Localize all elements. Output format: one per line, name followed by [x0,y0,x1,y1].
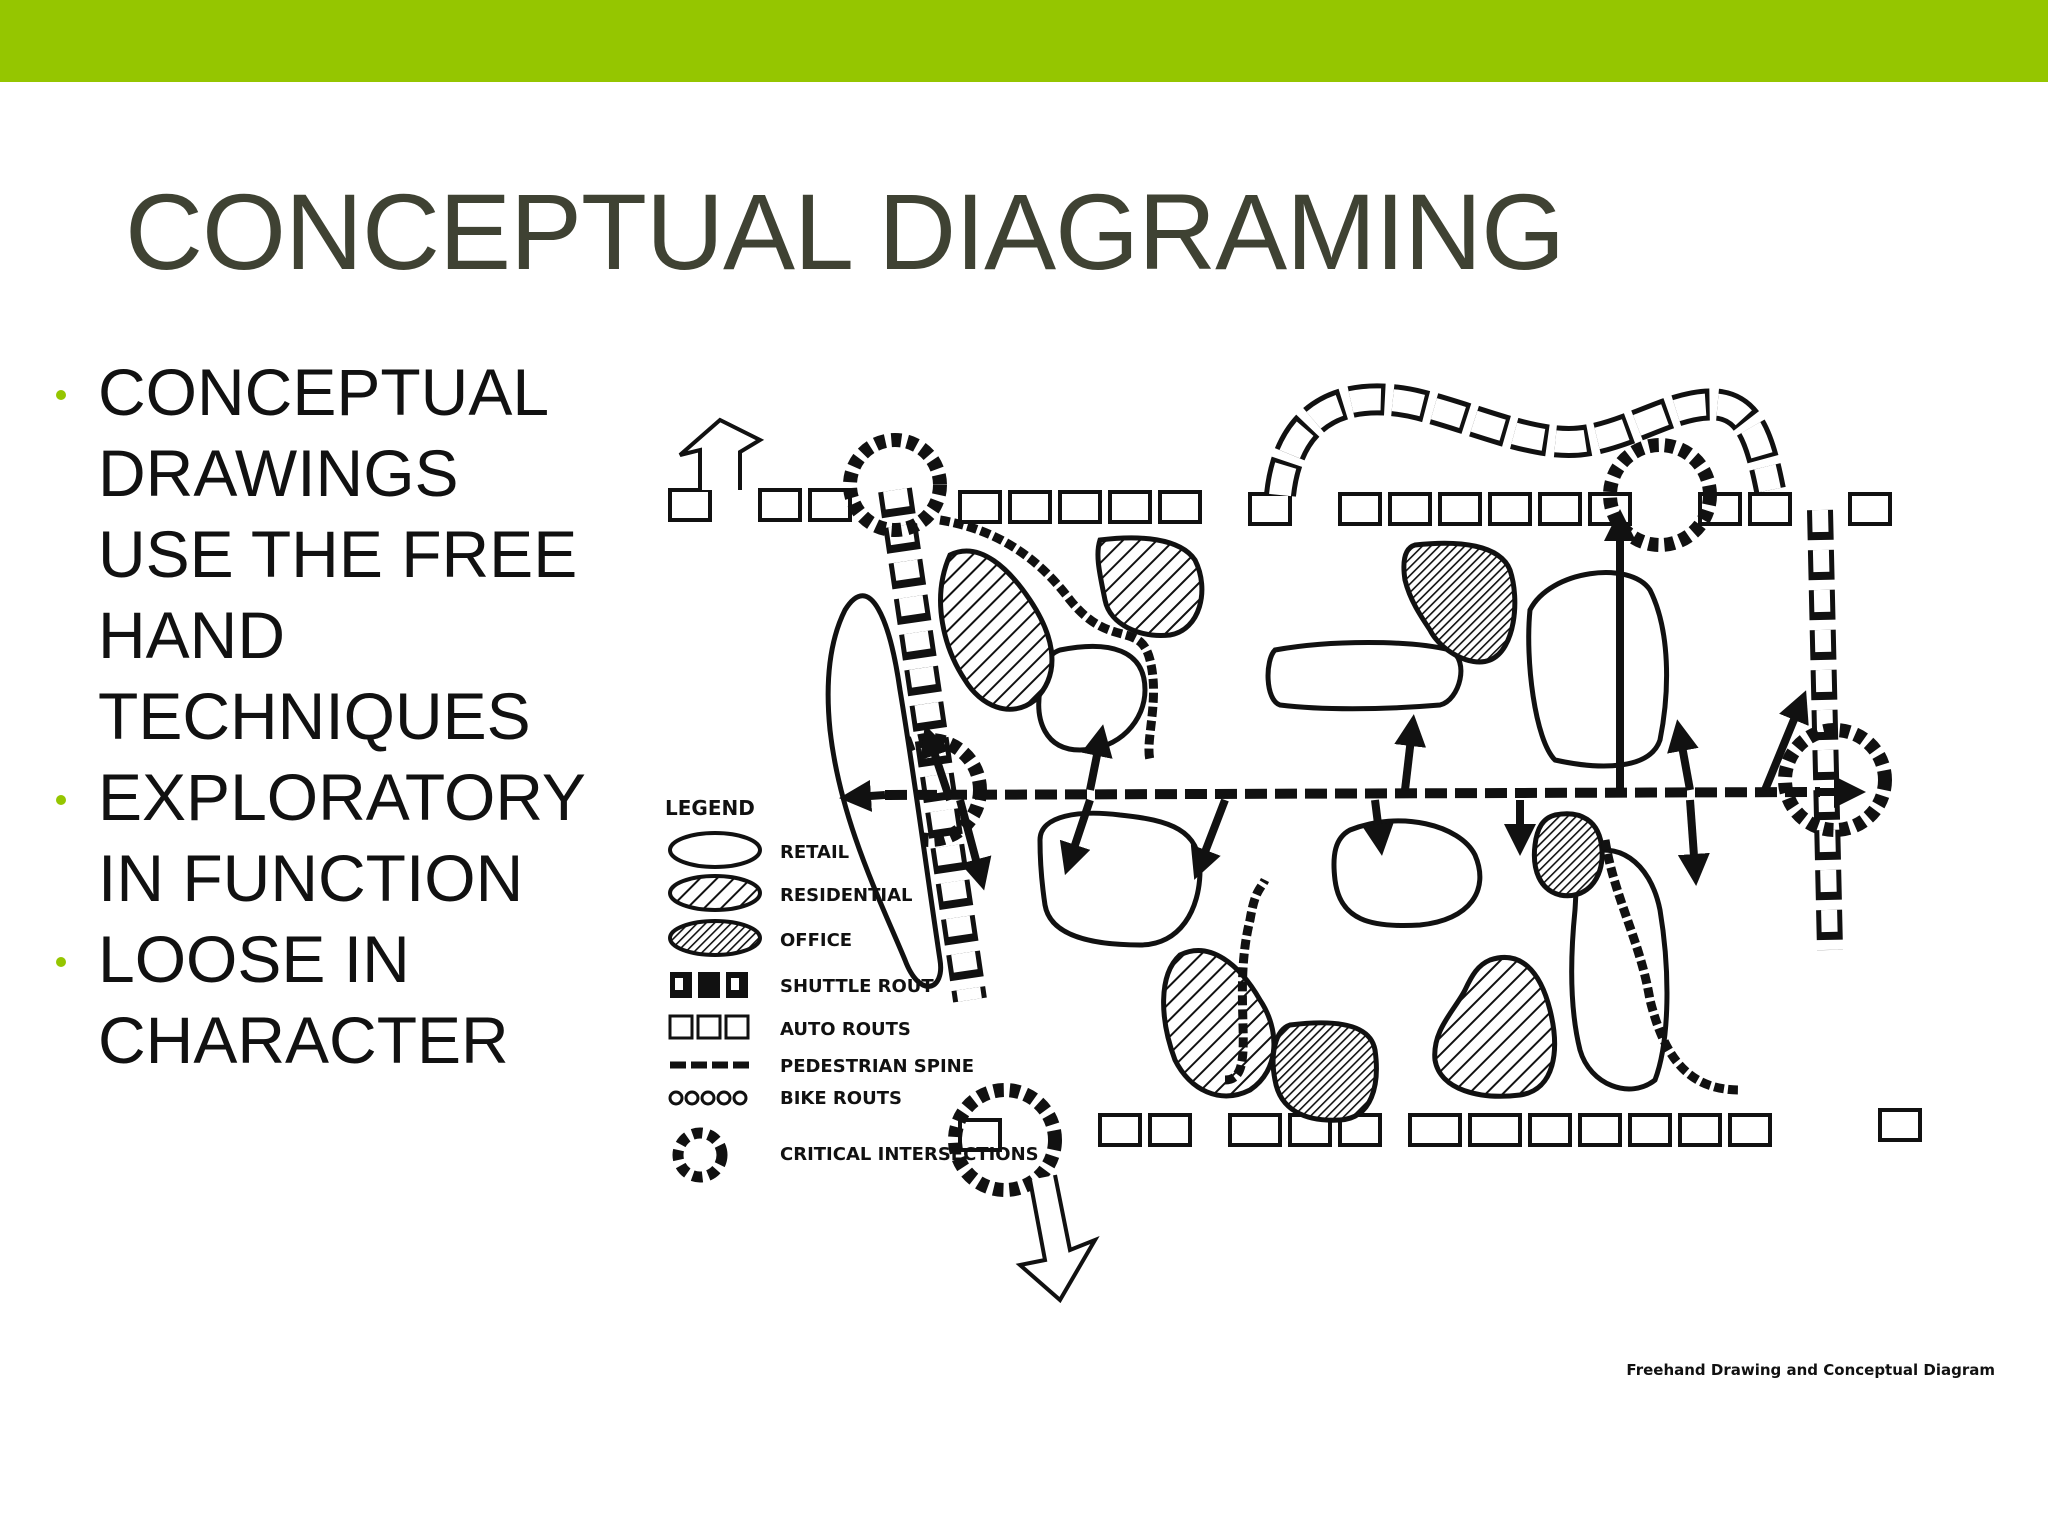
auto-route-swatch [668,1014,750,1040]
legend: LEGEND RETAIL RESIDENTIAL OFFICE SHUTTLE… [665,796,1039,1183]
legend-label: CRITICAL INTERSECTIONS [780,1144,1039,1165]
bullet-line: CHARACTER [98,1003,509,1077]
legend-heading: LEGEND [665,796,755,820]
pedestrian-arrows [839,509,1866,891]
bullet-text: EXPLORATORY IN FUNCTION [98,757,650,919]
bullet-dot-icon [56,795,66,805]
bullet-dot-icon [56,957,66,967]
pedestrian-spine [884,787,1821,800]
bullet-line: DRAWINGS [98,436,459,510]
bullet-item: EXPLORATORY IN FUNCTION [50,757,650,919]
bullet-dot-icon [56,390,66,400]
bullet-item: CONCEPTUAL DRAWINGS USE THE FREE HAND TE… [50,352,650,757]
bullet-line: EXPLORATORY [98,760,586,834]
slide-title: CONCEPTUAL DIAGRAMING [125,171,1565,292]
legend-label: SHUTTLE ROUT [780,976,934,997]
bike-routes [939,515,1741,1095]
legend-label: PEDESTRIAN SPINE [780,1056,974,1077]
bullet-item: LOOSE IN CHARACTER [50,919,650,1081]
bike-route-swatch [668,1090,748,1106]
legend-label: OFFICE [780,930,852,951]
bullet-line: TECHNIQUES [98,679,531,753]
exit-arrow-bottom-icon [1015,1174,1100,1304]
bullet-text: CONCEPTUAL DRAWINGS USE THE FREE HAND TE… [98,352,650,757]
bullet-line: USE THE FREE [98,517,578,591]
bullet-line: IN FUNCTION [98,841,524,915]
office-swatch [668,919,762,957]
residential-swatch [668,874,762,912]
shuttle-route-swatch [670,972,748,998]
bullet-line: LOOSE IN [98,922,410,996]
concept-diagram-svg: LEGEND RETAIL RESIDENTIAL OFFICE SHUTTLE… [665,383,1995,1379]
office-blocks [1270,540,1605,1123]
bullet-line: CONCEPTUAL [98,355,550,429]
legend-label: AUTO ROUTS [780,1019,911,1040]
auto-route-top [668,488,1892,526]
bullet-text: LOOSE IN CHARACTER [98,919,650,1081]
bullet-list: CONCEPTUAL DRAWINGS USE THE FREE HAND TE… [50,352,650,1081]
concept-diagram-figure: LEGEND RETAIL RESIDENTIAL OFFICE SHUTTLE… [640,360,2010,1405]
legend-label: RESIDENTIAL [780,885,913,906]
critical-intersection-swatch [672,1127,728,1183]
auto-route-bottom [958,1108,1922,1152]
retail-swatch [668,831,762,869]
legend-label: RETAIL [780,842,849,863]
bullet-line: HAND [98,598,286,672]
legend-label: BIKE ROUTS [780,1088,902,1109]
figure-caption: Freehand Drawing and Conceptual Diagram [1626,1361,1995,1379]
accent-bar [0,0,2048,82]
exit-arrow-icon [678,417,765,490]
